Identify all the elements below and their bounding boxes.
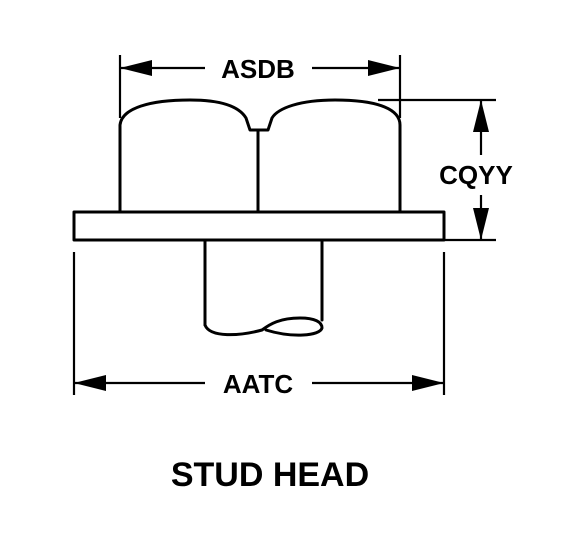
top-width-label: ASDB [221, 54, 295, 84]
arrow-right-icon [412, 375, 444, 391]
arrow-up-icon [473, 100, 489, 132]
flange-width-label: AATC [223, 369, 294, 399]
arrow-left-icon [74, 375, 106, 391]
flange-width-dimension: AATC [72, 252, 446, 399]
top-width-dimension: ASDB [118, 54, 402, 118]
arrow-left-icon [120, 60, 152, 76]
head-height-dimension: CQYY [378, 98, 513, 242]
stud-shank [203, 238, 324, 337]
arrow-down-icon [473, 208, 489, 240]
head-height-label: CQYY [439, 160, 513, 190]
arrow-right-icon [368, 60, 400, 76]
flange-plate [72, 210, 446, 242]
stud-head-cap [118, 98, 402, 214]
diagram-caption: STUD HEAD [171, 456, 369, 494]
